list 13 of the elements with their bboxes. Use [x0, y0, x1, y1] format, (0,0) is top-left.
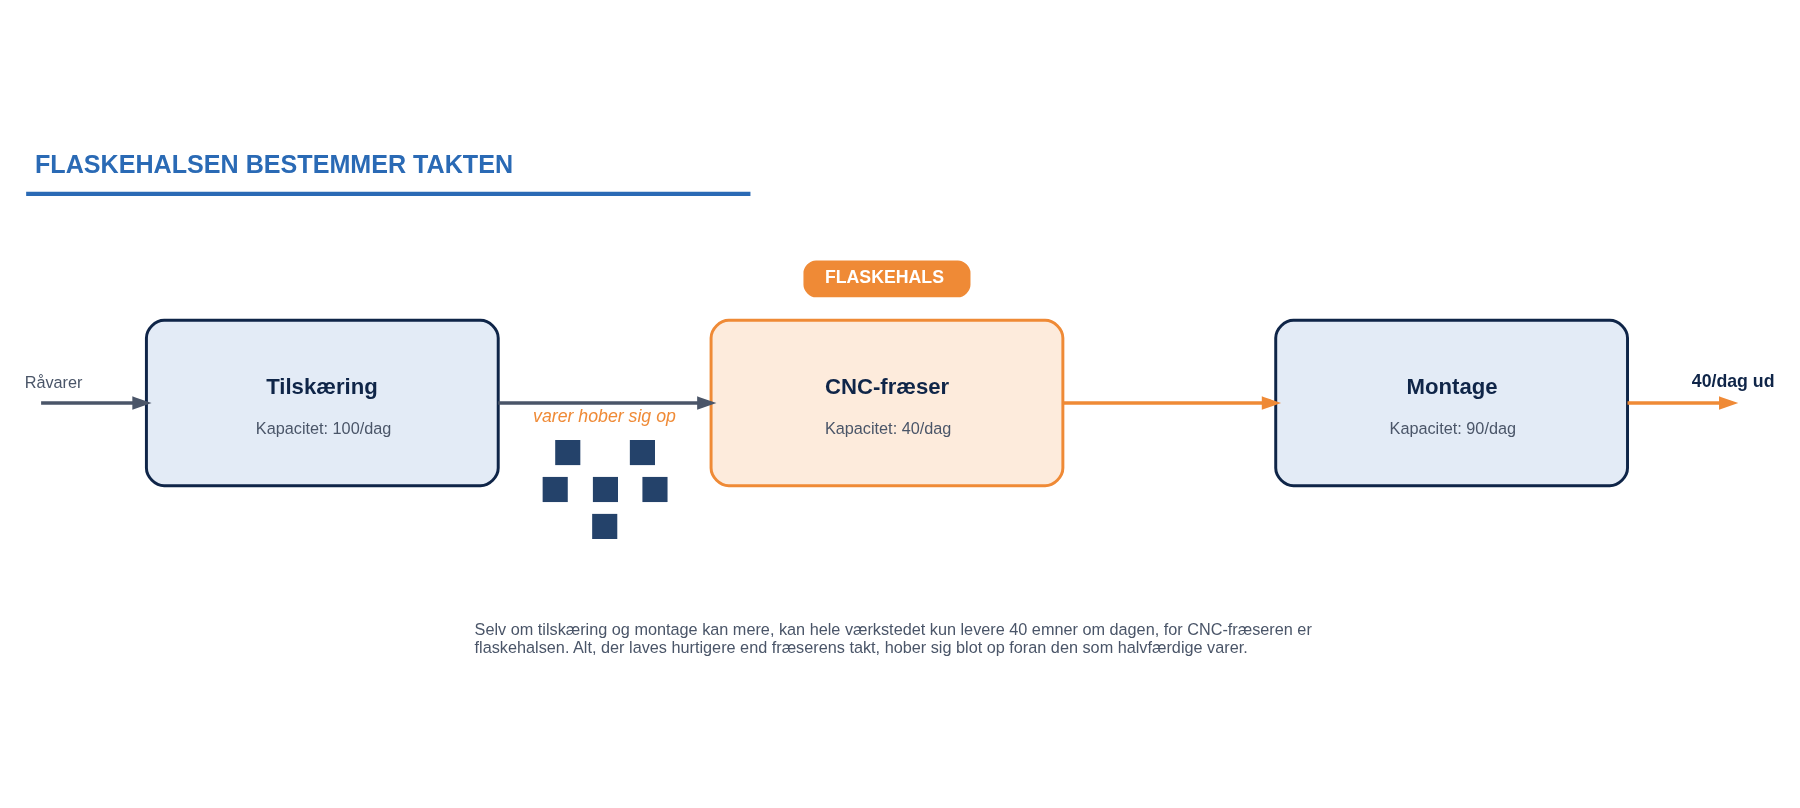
edge-label: varer hober sig op: [533, 405, 676, 426]
node-box: CNC-fræser Kapacitet: 40/dag: [709, 318, 1065, 487]
diagram-title: FLASKEHALSEN BESTEMMER TAKTEN: [35, 149, 514, 178]
arrow: [498, 395, 717, 410]
node-box: FLASKEHALS: [803, 259, 971, 297]
node-box: Tilskæring Kapacitet: 100/dag: [144, 318, 500, 487]
edge-label: Råvarer: [24, 372, 83, 391]
arrow: [41, 395, 152, 410]
node-box: Montage Kapacitet: 90/dag: [1274, 318, 1629, 487]
edge-label: 40/dag ud: [1691, 370, 1775, 391]
arrow: [1627, 395, 1739, 410]
arrow: [1062, 395, 1282, 410]
caption: Selv om tilskæring og montage kan mere, kan hele værkstedet kun levere 40 emner om dagen, for CNC-fræseren er flaskehalsen. Alt, der laves hurtigere end fræserens takt, hober sig blot op foran den som halvfærdige varer.: [474, 619, 1312, 656]
